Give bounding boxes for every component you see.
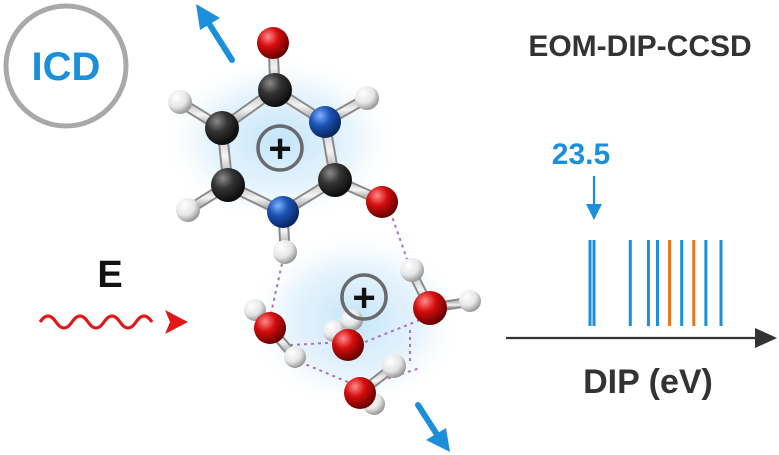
water-cluster (244, 258, 481, 415)
nitrogen-atom (267, 196, 299, 228)
oxygen-atom (366, 186, 398, 218)
hydrogen-atom (176, 198, 200, 222)
carbon-atom (205, 111, 239, 145)
hydrogen-atom (382, 354, 406, 378)
hydrogen-atom (341, 309, 363, 331)
svg-text:+: + (352, 276, 375, 320)
method-title: EOM-DIP-CCSD (528, 30, 751, 63)
carbon-atom (211, 168, 245, 202)
hydrogen-atom (273, 240, 297, 264)
hydrogen-atom (284, 346, 306, 368)
x-axis-label: DIP (eV) (583, 363, 713, 401)
oxygen-atom (332, 329, 364, 361)
energy-label: E (97, 254, 122, 296)
uracil-molecule (168, 27, 398, 264)
x-axis (506, 328, 777, 348)
oxygen-atom (254, 312, 286, 344)
photon-wave (38, 310, 188, 334)
oxygen-atom (413, 291, 447, 325)
spectrum-lines (588, 240, 723, 326)
carbon-atom (258, 73, 292, 107)
icd-badge-label: ICD (32, 45, 101, 89)
highlight-value: 23.5 (552, 138, 610, 171)
charge-marker-uracil: + (256, 124, 304, 172)
hydrogen-atom (400, 258, 424, 282)
hydrogen-atom (459, 290, 481, 312)
oxygen-atom (344, 377, 376, 409)
carbon-atom (318, 163, 352, 197)
charge-marker-water: + (340, 273, 388, 321)
svg-text:+: + (268, 127, 291, 171)
hydrogen-atom (168, 90, 192, 114)
oxygen-atom (257, 27, 289, 59)
highlight-arrow (586, 176, 602, 220)
hydrogen-atom (355, 86, 379, 110)
icd-badge: ICD (3, 3, 129, 129)
nitrogen-atom (309, 106, 341, 138)
ejection-arrow-top (196, 4, 235, 63)
ejection-arrow-bottom (415, 402, 450, 452)
spectrum-chart: 23.5 DIP (eV) (506, 138, 777, 401)
